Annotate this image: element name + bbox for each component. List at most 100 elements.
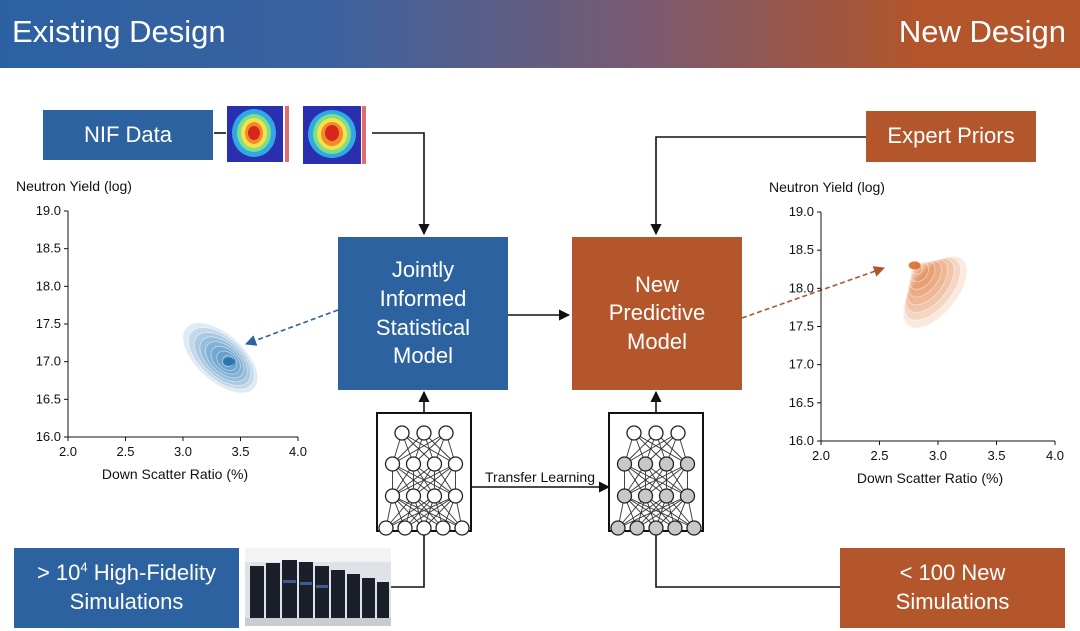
nn-edge bbox=[624, 463, 688, 497]
nn-edge bbox=[624, 495, 676, 529]
new-model-line-2: Predictive bbox=[608, 300, 706, 326]
dashed-arrow-to-new-plot bbox=[741, 266, 886, 319]
new-model-line-3: Model bbox=[627, 328, 687, 354]
hifi-line-1: > 104 High-Fidelity bbox=[36, 560, 217, 586]
connector-newsims-to-nn2 bbox=[655, 531, 840, 588]
y-tick-label: 16.0 bbox=[36, 429, 61, 444]
x-axis-label: Down Scatter Ratio (%) bbox=[857, 470, 1003, 486]
hifi-line-2: Simulations bbox=[69, 589, 184, 614]
nn-node bbox=[637, 456, 654, 472]
nif-heatmap-thumbnail-2 bbox=[303, 106, 366, 164]
x-tick-label: 2.5 bbox=[116, 444, 134, 459]
nn-node bbox=[416, 425, 432, 441]
nn-edge bbox=[392, 463, 435, 497]
nn-node bbox=[667, 520, 683, 536]
neural-network-icon bbox=[378, 425, 470, 536]
nn-edge bbox=[392, 495, 444, 529]
x-axis-label: Down Scatter Ratio (%) bbox=[102, 466, 248, 482]
y-tick-label: 16.5 bbox=[36, 391, 61, 406]
density-contour bbox=[182, 322, 259, 394]
density-peak bbox=[908, 261, 921, 270]
nn-node bbox=[426, 488, 443, 504]
nn-node bbox=[426, 456, 443, 472]
nn-edge bbox=[617, 495, 688, 529]
nif-data-box: NIF Data bbox=[43, 110, 213, 160]
nn-node bbox=[658, 488, 675, 504]
arrow-nif-to-jointly bbox=[372, 132, 430, 236]
nn-node bbox=[438, 425, 454, 441]
connector-hifi-to-nn1 bbox=[391, 531, 425, 588]
new-predictive-model-box: New Predictive Model bbox=[572, 237, 742, 390]
jointly-line-1: Jointly bbox=[391, 257, 455, 283]
nn-edge bbox=[617, 495, 667, 529]
nn-node bbox=[679, 456, 696, 472]
nn-node bbox=[405, 488, 422, 504]
nn-edge bbox=[624, 432, 679, 465]
nn-edge bbox=[404, 495, 456, 529]
y-tick-label: 18.0 bbox=[789, 280, 814, 295]
nn-edge bbox=[385, 495, 456, 529]
new-design-title: New Design bbox=[898, 14, 1066, 49]
y-axis-label: Neutron Yield (log) bbox=[16, 178, 132, 194]
jointly-informed-model-box: Jointly Informed Statistical Model bbox=[338, 237, 508, 390]
y-axis-label: Neutron Yield (log) bbox=[769, 179, 885, 195]
new-model-line-1: New bbox=[634, 271, 679, 297]
nn-node bbox=[629, 520, 645, 536]
nn-node bbox=[616, 456, 633, 472]
nn-node bbox=[397, 520, 413, 536]
transfer-learning-label: Transfer Learning bbox=[485, 469, 595, 485]
x-tick-label: 2.0 bbox=[59, 444, 77, 459]
nn-node bbox=[686, 520, 702, 536]
new-simulations-box: < 100 New Simulations bbox=[840, 548, 1065, 628]
expert-priors-box: Expert Priors bbox=[866, 111, 1036, 162]
new-sims-line-1: < 100 New bbox=[899, 560, 1006, 586]
nn-edge bbox=[401, 432, 456, 465]
nn-edge bbox=[645, 463, 688, 497]
y-tick-label: 18.5 bbox=[789, 242, 814, 257]
x-tick-label: 2.0 bbox=[812, 448, 830, 463]
nn-edge bbox=[645, 495, 695, 529]
x-tick-label: 3.5 bbox=[231, 444, 249, 459]
nn-node bbox=[626, 425, 642, 441]
high-fidelity-simulations-box: > 104 High-Fidelity Simulations bbox=[14, 548, 239, 628]
new-sims-line-2: Simulations bbox=[895, 589, 1010, 614]
nn-node bbox=[454, 520, 470, 536]
nn-node bbox=[384, 488, 401, 504]
nif-heatmap-thumbnail-1 bbox=[227, 106, 289, 162]
arrow-priors-to-new bbox=[650, 136, 866, 236]
jointly-line-2: Informed bbox=[379, 285, 467, 311]
nn-node bbox=[637, 488, 654, 504]
nn-node bbox=[378, 520, 394, 536]
jointly-line-4: Model bbox=[393, 343, 453, 369]
density-contour bbox=[188, 327, 255, 390]
nif-data-label: NIF Data bbox=[83, 121, 173, 147]
nn-node bbox=[447, 456, 464, 472]
nn-node bbox=[616, 488, 633, 504]
y-tick-label: 16.5 bbox=[789, 395, 814, 410]
y-tick-label: 16.0 bbox=[789, 433, 814, 448]
nn-node bbox=[670, 425, 686, 441]
y-tick-label: 19.0 bbox=[36, 203, 61, 218]
nn-edge bbox=[624, 463, 667, 497]
y-tick-label: 17.5 bbox=[789, 319, 814, 334]
nn-edge bbox=[413, 463, 456, 497]
existing-design-title: Existing Design bbox=[12, 14, 226, 49]
nn-node bbox=[610, 520, 626, 536]
nn-node bbox=[447, 488, 464, 504]
jointly-line-3: Statistical bbox=[375, 314, 471, 340]
y-tick-label: 18.0 bbox=[36, 278, 61, 293]
density-contour bbox=[907, 260, 942, 298]
nn-node bbox=[679, 488, 696, 504]
density-contour bbox=[906, 259, 949, 306]
nn-edge bbox=[624, 495, 695, 529]
nn-edge bbox=[633, 432, 688, 465]
density-contour bbox=[905, 258, 955, 313]
nn-node bbox=[648, 425, 664, 441]
x-tick-label: 4.0 bbox=[289, 444, 307, 459]
nn-edge bbox=[392, 432, 447, 465]
nn-edge bbox=[385, 495, 435, 529]
nn-edge bbox=[636, 495, 688, 529]
